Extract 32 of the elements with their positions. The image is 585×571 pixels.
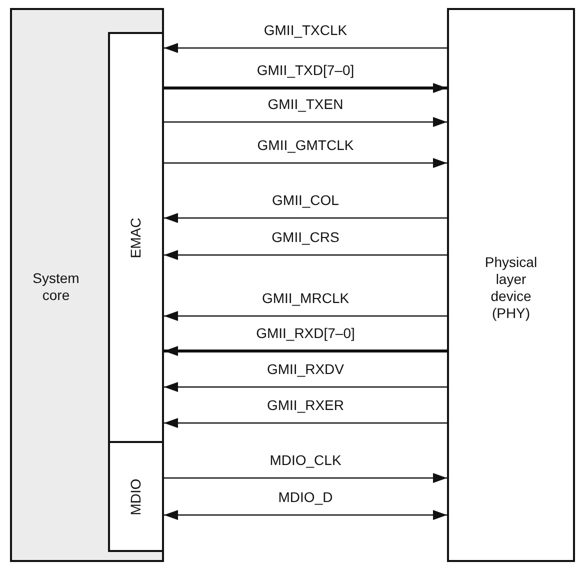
signal-label: GMII_TXEN [266,96,344,112]
signal-arrow [164,311,447,321]
block-box [10,8,164,562]
signal-label: GMII_TXCLK [262,22,348,38]
signal-label: MDIO_D [277,489,334,505]
block-label: System core [32,270,80,304]
block-box [447,8,575,562]
signal-arrow [164,418,447,428]
signal-label: GMII_TXD[7–0] [256,62,356,78]
signal-label: GMII_CRS [270,229,340,245]
block-label: MDIO [128,478,144,515]
block-label: EMAC [128,217,144,258]
signal-label: GMII_RXDV [266,361,345,377]
signal-arrow [164,117,447,127]
signal-label: GMII_RXD[7–0] [255,325,356,341]
signal-arrow [164,473,447,483]
signal-label: MDIO_CLK [268,452,342,468]
signal-label: GMII_COL [271,192,340,208]
signal-label: GMII_MRCLK [260,290,350,306]
block-label: Physical layer device (PHY) [484,254,538,322]
signal-arrow [164,382,447,392]
signal-label: GMII_GMTCLK [256,137,355,153]
signal-arrow [164,250,447,260]
signal-arrow [164,83,447,93]
signal-arrow [164,346,447,356]
block-box [108,441,164,552]
signal-arrow [164,158,447,168]
block-box [108,32,164,443]
signal-arrow [164,43,447,53]
signal-arrow [164,510,447,520]
signal-arrow [164,213,447,223]
signal-label: GMII_RXER [266,397,345,413]
